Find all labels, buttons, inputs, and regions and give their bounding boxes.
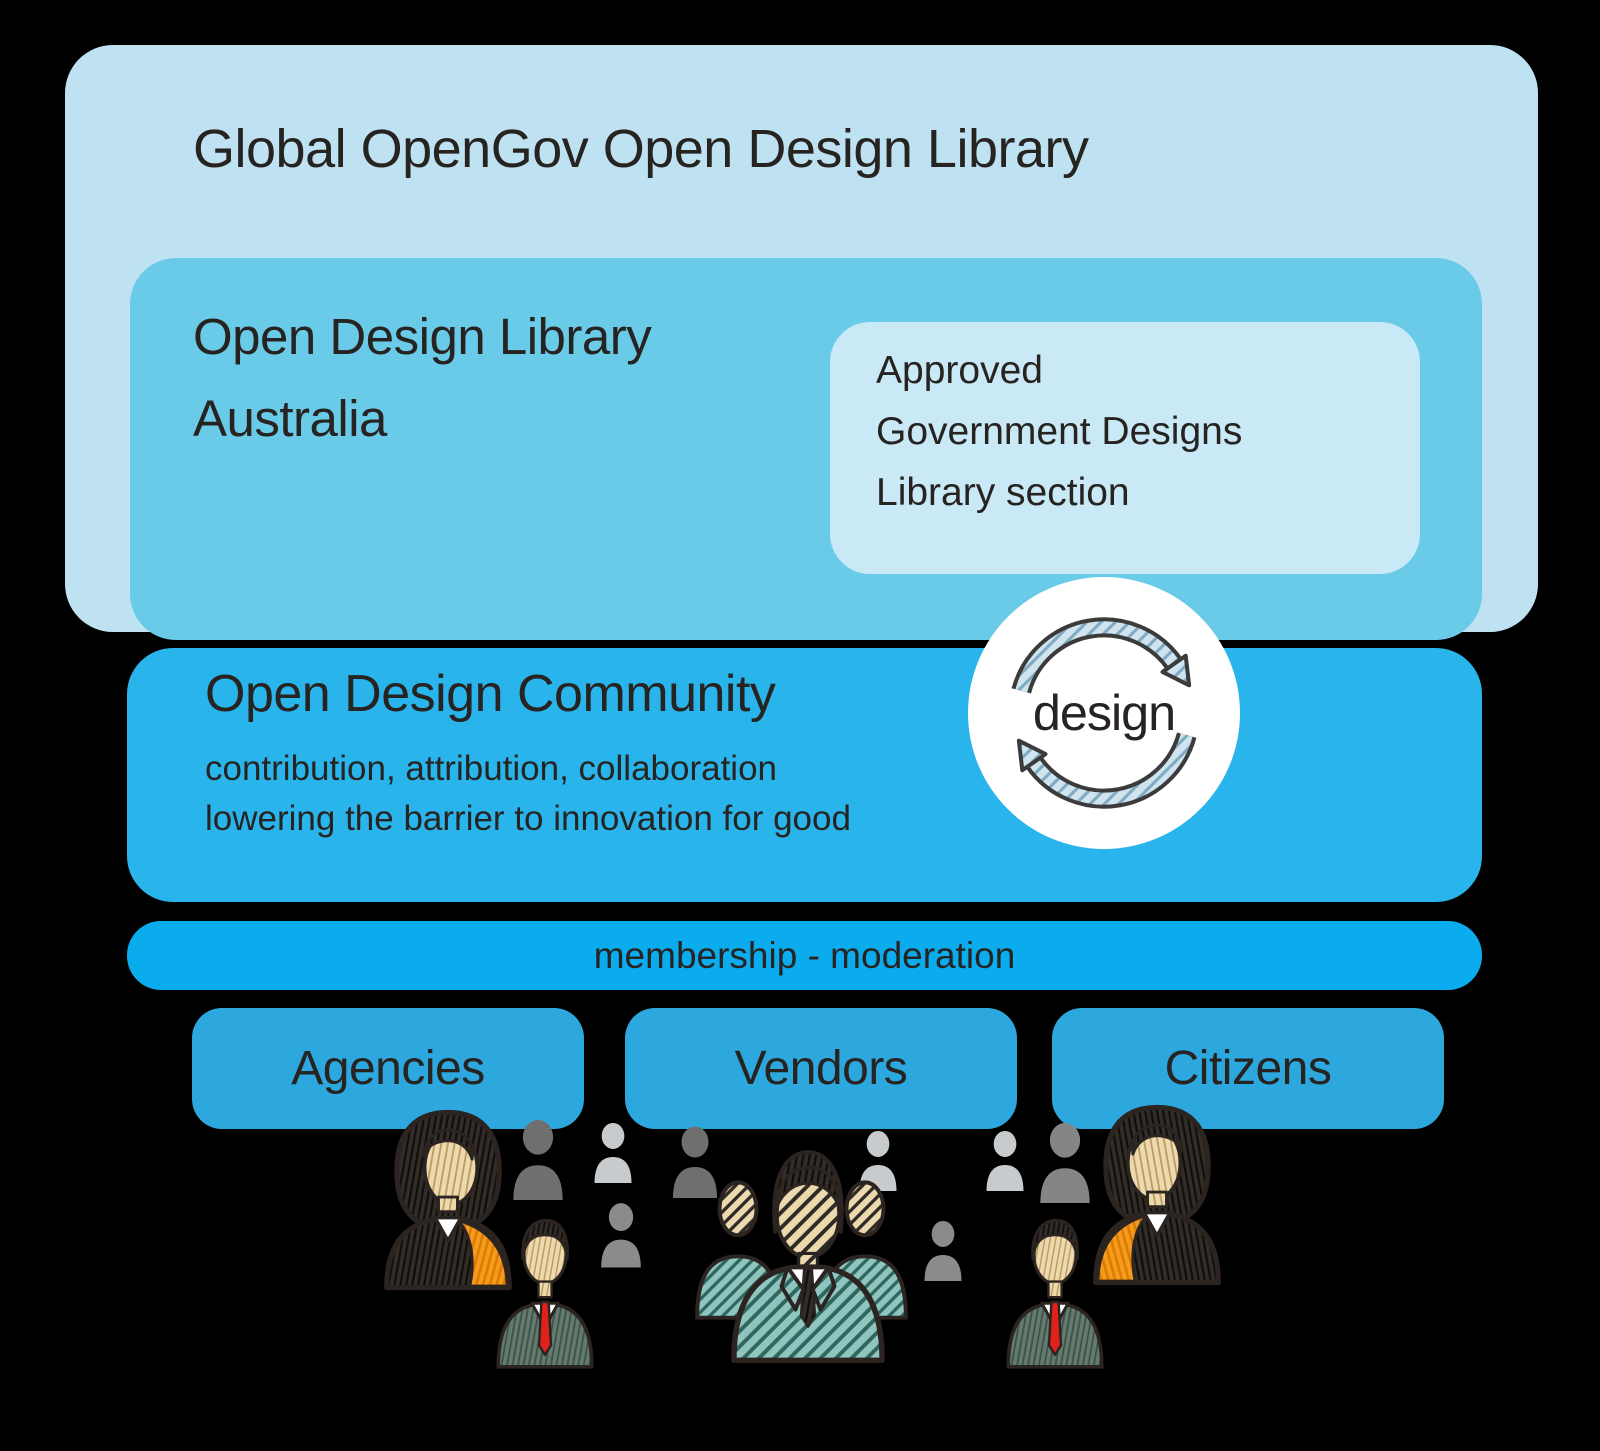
community-title: Open Design Community [205,665,776,723]
australia-library-title-line1: Open Design Library [193,308,652,365]
community-subtitle-line1: contribution, attribution, collaboration [205,749,778,788]
people-crowd-illustration [298,1085,1298,1369]
person-silhouette-icon [673,1126,717,1198]
approved-designs-line1: Approved [876,349,1043,392]
actor-label-agencies: Agencies [291,1042,485,1095]
actor-box-agencies: Agencies [192,1008,584,1129]
global-library-title: Global OpenGov Open Design Library [193,119,1089,179]
community-subtitle-line2: lowering the barrier to innovation for g… [205,799,851,838]
person-silhouette-icon [986,1130,1024,1191]
person-silhouette-icon [594,1122,632,1183]
actor-label-citizens: Citizens [1164,1042,1332,1095]
membership-moderation-label: membership - moderation [593,934,1016,976]
australia-library-title-line2: Australia [193,390,387,447]
community-subtitle: contribution, attribution, collaboration… [205,744,851,844]
person-woman-icon [1096,1107,1219,1282]
person-silhouette-icon [513,1119,563,1200]
community-box [127,648,1482,902]
approved-designs-box [830,322,1420,574]
actor-label-vendors: Vendors [734,1042,908,1095]
person-silhouette-icon [1040,1122,1090,1203]
person-woman-icon [387,1112,510,1287]
design-cycle-arrows-icon: design [1011,617,1197,809]
actor-box-vendors: Vendors [625,1008,1017,1129]
approved-designs-line3: Library section [876,471,1130,514]
australia-library-title: Open Design Library Australia [193,296,652,460]
design-cycle-label: design [1033,684,1175,741]
person-tie-man-icon [1006,1218,1104,1369]
actor-box-citizens: Citizens [1052,1008,1444,1129]
approved-designs-label: Approved Government Designs Library sect… [876,340,1242,523]
approved-designs-line2: Government Designs [876,410,1243,453]
person-silhouette-icon [924,1220,962,1281]
design-cycle-badge: design [968,577,1240,849]
membership-moderation-bar: membership - moderation [127,921,1482,990]
person-silhouette-icon [601,1203,641,1268]
person-tie-man-icon [496,1218,594,1369]
